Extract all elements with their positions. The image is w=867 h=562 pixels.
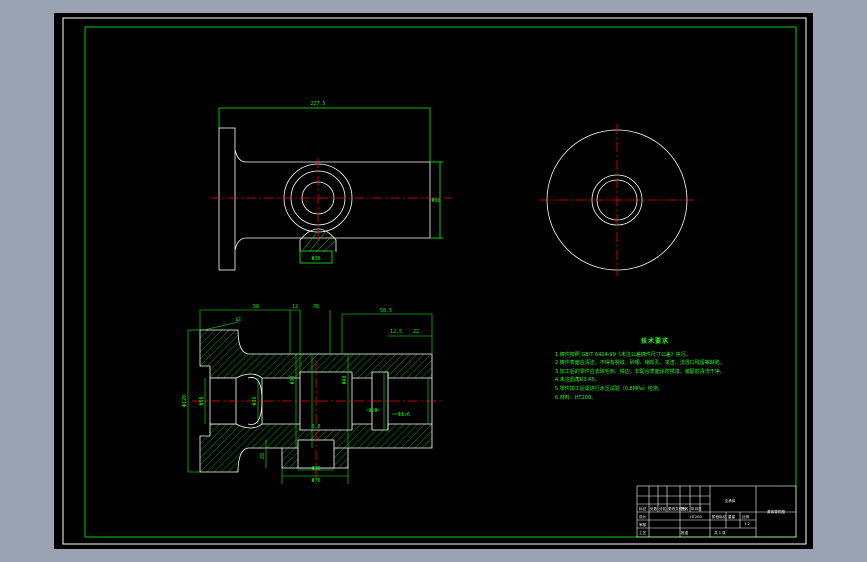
note-item: 4.未注圆角R3-R5。 <box>555 377 600 384</box>
tb-sign-label: 签名 <box>681 506 689 511</box>
tb-part-name: 支承体 <box>725 498 736 503</box>
dim-sec-groove: 3.8 <box>368 408 377 414</box>
dim-sec-left: 58 <box>253 304 259 310</box>
note-item: 6.材料：HT200。 <box>555 394 597 401</box>
top-boss-stub <box>299 228 337 252</box>
tb-stage-mark: 阶段标记 <box>712 514 727 519</box>
drawing-sheet <box>54 13 813 549</box>
notes-title: 技术要求 <box>640 338 669 345</box>
tb-design: 设计 <box>639 514 647 519</box>
note-item: 5.零件加工后需进行水压试验（0.8MPa）检测。 <box>555 385 663 392</box>
dim-sec-right-b: 22 <box>413 329 419 335</box>
side-view <box>540 124 694 276</box>
dim-sec-bore-mid: Φ36 <box>252 396 258 405</box>
dim-sec-mid-a: 12 <box>292 304 298 310</box>
dim-sec-boss-depth: 28 <box>260 453 266 459</box>
dim-sec-chamfer: 11.6 <box>398 412 410 418</box>
title-block <box>636 485 797 538</box>
section-view <box>187 309 442 484</box>
tb-weight: 重量 <box>728 514 736 519</box>
tb-change-label: 更改文件号 <box>668 506 686 511</box>
dim-sec-stub-inner: Φ30 <box>311 466 320 472</box>
tb-approve: 批准 <box>681 530 689 535</box>
note-item: 3.加工后的零件应去除毛刺、锐边，非配合表面涂防锈漆，装配前清洗干净。 <box>555 368 725 375</box>
dim-sec-mid-b: 78 <box>313 304 319 310</box>
tb-zone-label: 分区 <box>659 506 667 511</box>
tb-date-label: 年月日 <box>691 506 702 511</box>
note-item: 1.铸件按照 GB/T 6414-99《未注公差铸件尺寸公差》执行。 <box>555 351 691 358</box>
dim-sec-flange-dia: Φ120 <box>182 395 188 407</box>
tb-scale-label: 比例 <box>742 514 750 519</box>
dim-sec-right-a: 12.5 <box>390 329 402 335</box>
dim-sec-bore-right: Φ30 <box>290 375 296 384</box>
tb-material: HT200 <box>690 515 702 519</box>
top-flange <box>218 127 236 271</box>
note-item: 2.铸件表面应清洁，不得有裂纹、砂眼、缩松孔、夹渣、浇冒口残留等缺陷。 <box>555 360 725 367</box>
tb-mark-label: 标记 <box>639 506 647 511</box>
top-body <box>234 149 431 251</box>
outer-frame <box>62 17 807 545</box>
dim-top-boss: Φ30 <box>311 256 320 262</box>
dim-sec-right: 58.5 <box>380 308 392 314</box>
dim-sec-lip: 42 <box>235 316 243 324</box>
dim-sec-stub-outer: Φ76 <box>311 478 320 484</box>
dim-top-length: 227.5 <box>310 101 325 107</box>
tb-check: 审核 <box>639 522 647 527</box>
tb-process: 工艺 <box>639 530 647 535</box>
inner-frame <box>84 26 797 538</box>
tb-sheet: 共 1 张 <box>714 530 726 535</box>
dim-sec-gap: 0.8 <box>311 424 320 430</box>
dim-sec-bore-left: Φ50 <box>199 396 205 405</box>
top-view <box>210 107 452 271</box>
technical-notes: 技术要求 1.铸件按照 GB/T 6414-99《未注公差铸件尺寸公差》执行。 … <box>555 338 755 402</box>
tb-drawing-title: 泵体零件图 <box>767 509 785 514</box>
dim-top-height: Φ60 <box>431 198 440 204</box>
tb-scale: 1:2 <box>744 522 750 526</box>
tb-count-label: 处数 <box>650 506 658 511</box>
dim-sec-bore-small: Φ40 <box>342 375 348 384</box>
